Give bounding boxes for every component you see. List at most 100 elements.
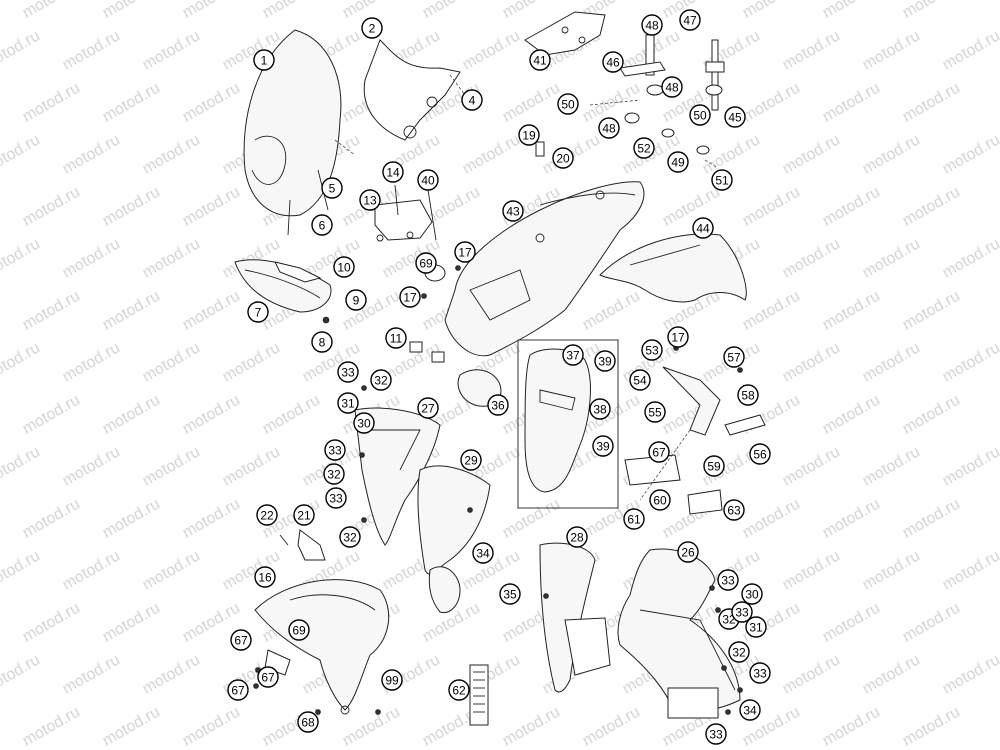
callout-number: 33 bbox=[753, 667, 767, 681]
callout-circle bbox=[472, 542, 494, 564]
callout-38: 38 bbox=[589, 398, 611, 420]
callout-9: 9 bbox=[345, 289, 367, 311]
callout-43: 43 bbox=[502, 200, 524, 222]
grille-61 bbox=[469, 664, 489, 726]
callout-45: 45 bbox=[724, 106, 746, 128]
callout-circle bbox=[739, 699, 761, 721]
callout-circle bbox=[566, 526, 588, 548]
callouts: 1245678910111314161717171920212226272829… bbox=[227, 9, 771, 745]
callout-49: 49 bbox=[667, 151, 689, 173]
callout-26: 26 bbox=[677, 541, 699, 563]
callout-circle bbox=[247, 301, 269, 323]
callout-number: 58 bbox=[741, 389, 755, 403]
callout-circle bbox=[711, 169, 733, 191]
callout-number: 67 bbox=[234, 634, 248, 648]
callout-number: 33 bbox=[329, 492, 343, 506]
callout-number: 39 bbox=[598, 355, 612, 369]
callout-34: 34 bbox=[739, 699, 761, 721]
callout-11: 11 bbox=[385, 327, 407, 349]
callout-41: 41 bbox=[529, 49, 551, 71]
callout-51: 51 bbox=[711, 169, 733, 191]
callout-33: 33 bbox=[717, 569, 739, 591]
callout-circle bbox=[728, 641, 750, 663]
callout-number: 33 bbox=[735, 606, 749, 620]
callout-28: 28 bbox=[566, 526, 588, 548]
callout-circle bbox=[667, 151, 689, 173]
callout-10: 10 bbox=[333, 256, 355, 278]
callout-number: 38 bbox=[593, 403, 607, 417]
rear-fender bbox=[599, 233, 747, 303]
callout-number: 45 bbox=[728, 111, 742, 125]
callout-number: 8 bbox=[319, 336, 326, 350]
callout-number: 33 bbox=[328, 444, 342, 458]
callout-circle bbox=[741, 583, 763, 605]
callout-circle bbox=[417, 169, 439, 191]
windscreen bbox=[243, 29, 342, 217]
side-fairing-28 bbox=[539, 542, 596, 693]
callout-circle bbox=[288, 619, 310, 641]
callout-39: 39 bbox=[592, 435, 614, 457]
callout-circle bbox=[623, 508, 645, 530]
callout-number: 67 bbox=[231, 684, 245, 698]
callout-circle bbox=[460, 449, 482, 471]
callout-number: 16 bbox=[258, 571, 272, 585]
callout-22: 22 bbox=[256, 504, 278, 526]
callout-35: 35 bbox=[499, 583, 521, 605]
callout-number: 34 bbox=[743, 704, 757, 718]
callout-58: 58 bbox=[737, 384, 759, 406]
callout-circle bbox=[311, 331, 333, 353]
callout-27: 27 bbox=[417, 397, 439, 419]
callout-circle bbox=[361, 17, 383, 39]
callout-circle bbox=[353, 412, 375, 434]
callout-circle bbox=[339, 526, 361, 548]
callout-number: 59 bbox=[707, 460, 721, 474]
callout-number: 54 bbox=[633, 374, 647, 388]
callout-circle bbox=[321, 177, 343, 199]
callout-number: 2 bbox=[369, 22, 376, 36]
callout-6: 6 bbox=[311, 214, 333, 236]
callout-number: 19 bbox=[522, 129, 536, 143]
callout-60: 60 bbox=[649, 489, 671, 511]
callout-circle bbox=[230, 629, 252, 651]
front-fender bbox=[254, 579, 390, 711]
callout-68: 68 bbox=[297, 711, 319, 733]
callout-circle bbox=[661, 76, 683, 98]
callout-circle bbox=[602, 51, 624, 73]
callout-circle bbox=[644, 401, 666, 423]
callout-circle bbox=[705, 723, 727, 745]
callout-number: 21 bbox=[297, 509, 311, 523]
callout-circle bbox=[293, 504, 315, 526]
callout-circle bbox=[723, 346, 745, 368]
callout-44: 44 bbox=[692, 217, 714, 239]
license-bracket bbox=[662, 366, 721, 436]
callout-21: 21 bbox=[293, 504, 315, 526]
callout-20: 20 bbox=[552, 147, 574, 169]
callout-67: 67 bbox=[648, 441, 670, 463]
callout-circle bbox=[385, 327, 407, 349]
callout-circle bbox=[311, 214, 333, 236]
assembly-box-99 bbox=[517, 339, 619, 509]
callout-33: 33 bbox=[705, 723, 727, 745]
callout-number: 50 bbox=[561, 98, 575, 112]
callout-circle bbox=[649, 489, 671, 511]
bracket-13 bbox=[374, 199, 433, 241]
callout-number: 49 bbox=[671, 156, 685, 170]
callout-1: 1 bbox=[253, 49, 275, 71]
callout-number: 32 bbox=[732, 646, 746, 660]
callout-33: 33 bbox=[337, 361, 359, 383]
callout-circle bbox=[737, 384, 759, 406]
callout-number: 57 bbox=[727, 351, 741, 365]
callout-number: 61 bbox=[627, 513, 641, 527]
callout-circle bbox=[256, 504, 278, 526]
callout-number: 32 bbox=[327, 468, 341, 482]
callout-36: 36 bbox=[487, 394, 509, 416]
callout-circle bbox=[345, 289, 367, 311]
callout-circle bbox=[499, 583, 521, 605]
callout-number: 29 bbox=[464, 454, 478, 468]
callout-33: 33 bbox=[325, 487, 347, 509]
callout-48: 48 bbox=[641, 14, 663, 36]
callout-circle bbox=[562, 344, 584, 366]
callout-number: 67 bbox=[261, 671, 275, 685]
callout-2: 2 bbox=[361, 17, 383, 39]
